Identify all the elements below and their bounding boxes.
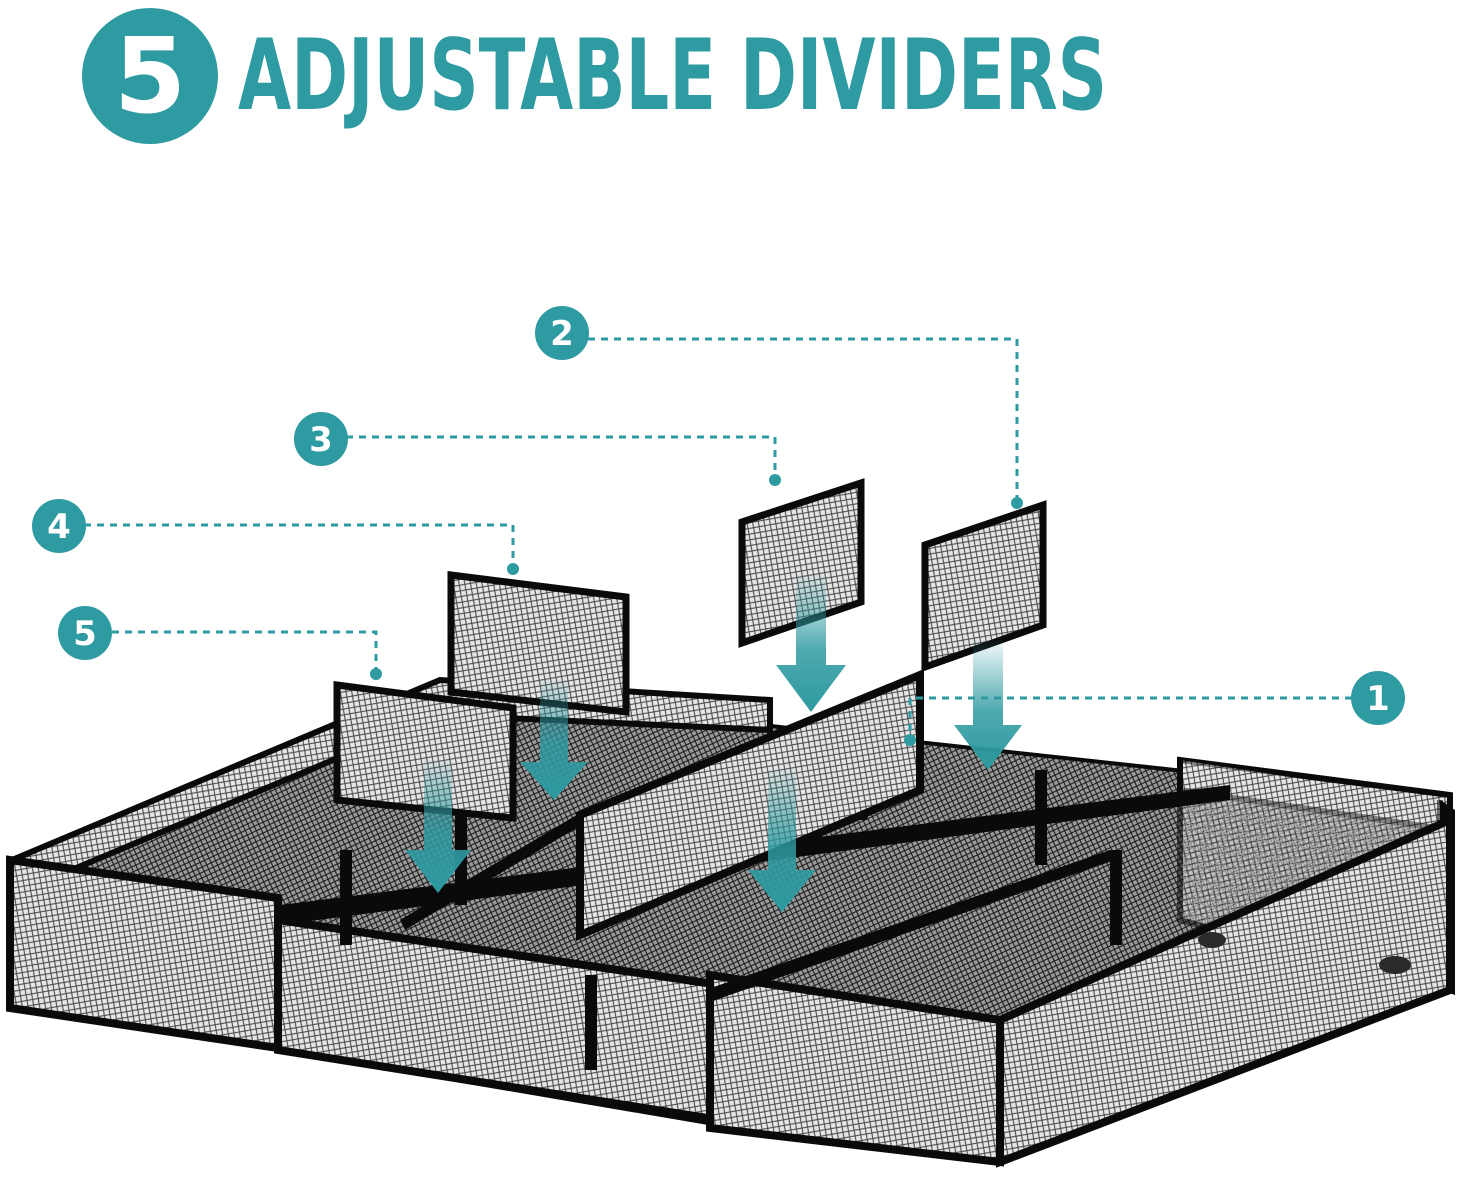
callout-5: 5 — [58, 606, 112, 660]
callout-1: 1 — [1351, 671, 1405, 725]
svg-text:4: 4 — [47, 507, 71, 547]
down-arrow-icon — [405, 760, 471, 893]
leader-lines — [84, 337, 1352, 738]
divider-2 — [921, 500, 1047, 672]
svg-text:5: 5 — [73, 614, 97, 654]
divider-4 — [447, 571, 630, 716]
tray-right-front-side — [996, 813, 1454, 1168]
leader-dot — [370, 668, 382, 680]
svg-text:3: 3 — [309, 420, 333, 460]
divider-1 — [576, 669, 924, 942]
organizer-tray — [6, 676, 1455, 1168]
down-arrow-icon — [776, 575, 846, 712]
headline: 5 ADJUSTABLE DIVIDERS — [82, 8, 1468, 144]
leader-dot — [507, 563, 519, 575]
headline-number-badge: 5 — [82, 8, 218, 144]
leader-dot — [769, 474, 781, 486]
down-arrow-icon — [954, 640, 1022, 770]
down-arrow-icon — [520, 680, 588, 800]
callout-4: 4 — [32, 499, 86, 553]
divider-3 — [738, 478, 865, 648]
leader-dot — [1011, 497, 1023, 509]
divider-5 — [333, 681, 517, 822]
svg-text:2: 2 — [550, 314, 574, 354]
leader-dot — [904, 734, 916, 746]
callout-2: 2 — [535, 306, 589, 360]
headline-title: ADJUSTABLE DIVIDERS — [238, 19, 1108, 133]
callout-3: 3 — [294, 412, 348, 466]
down-arrow-icon — [748, 770, 816, 912]
svg-text:1: 1 — [1366, 679, 1390, 719]
